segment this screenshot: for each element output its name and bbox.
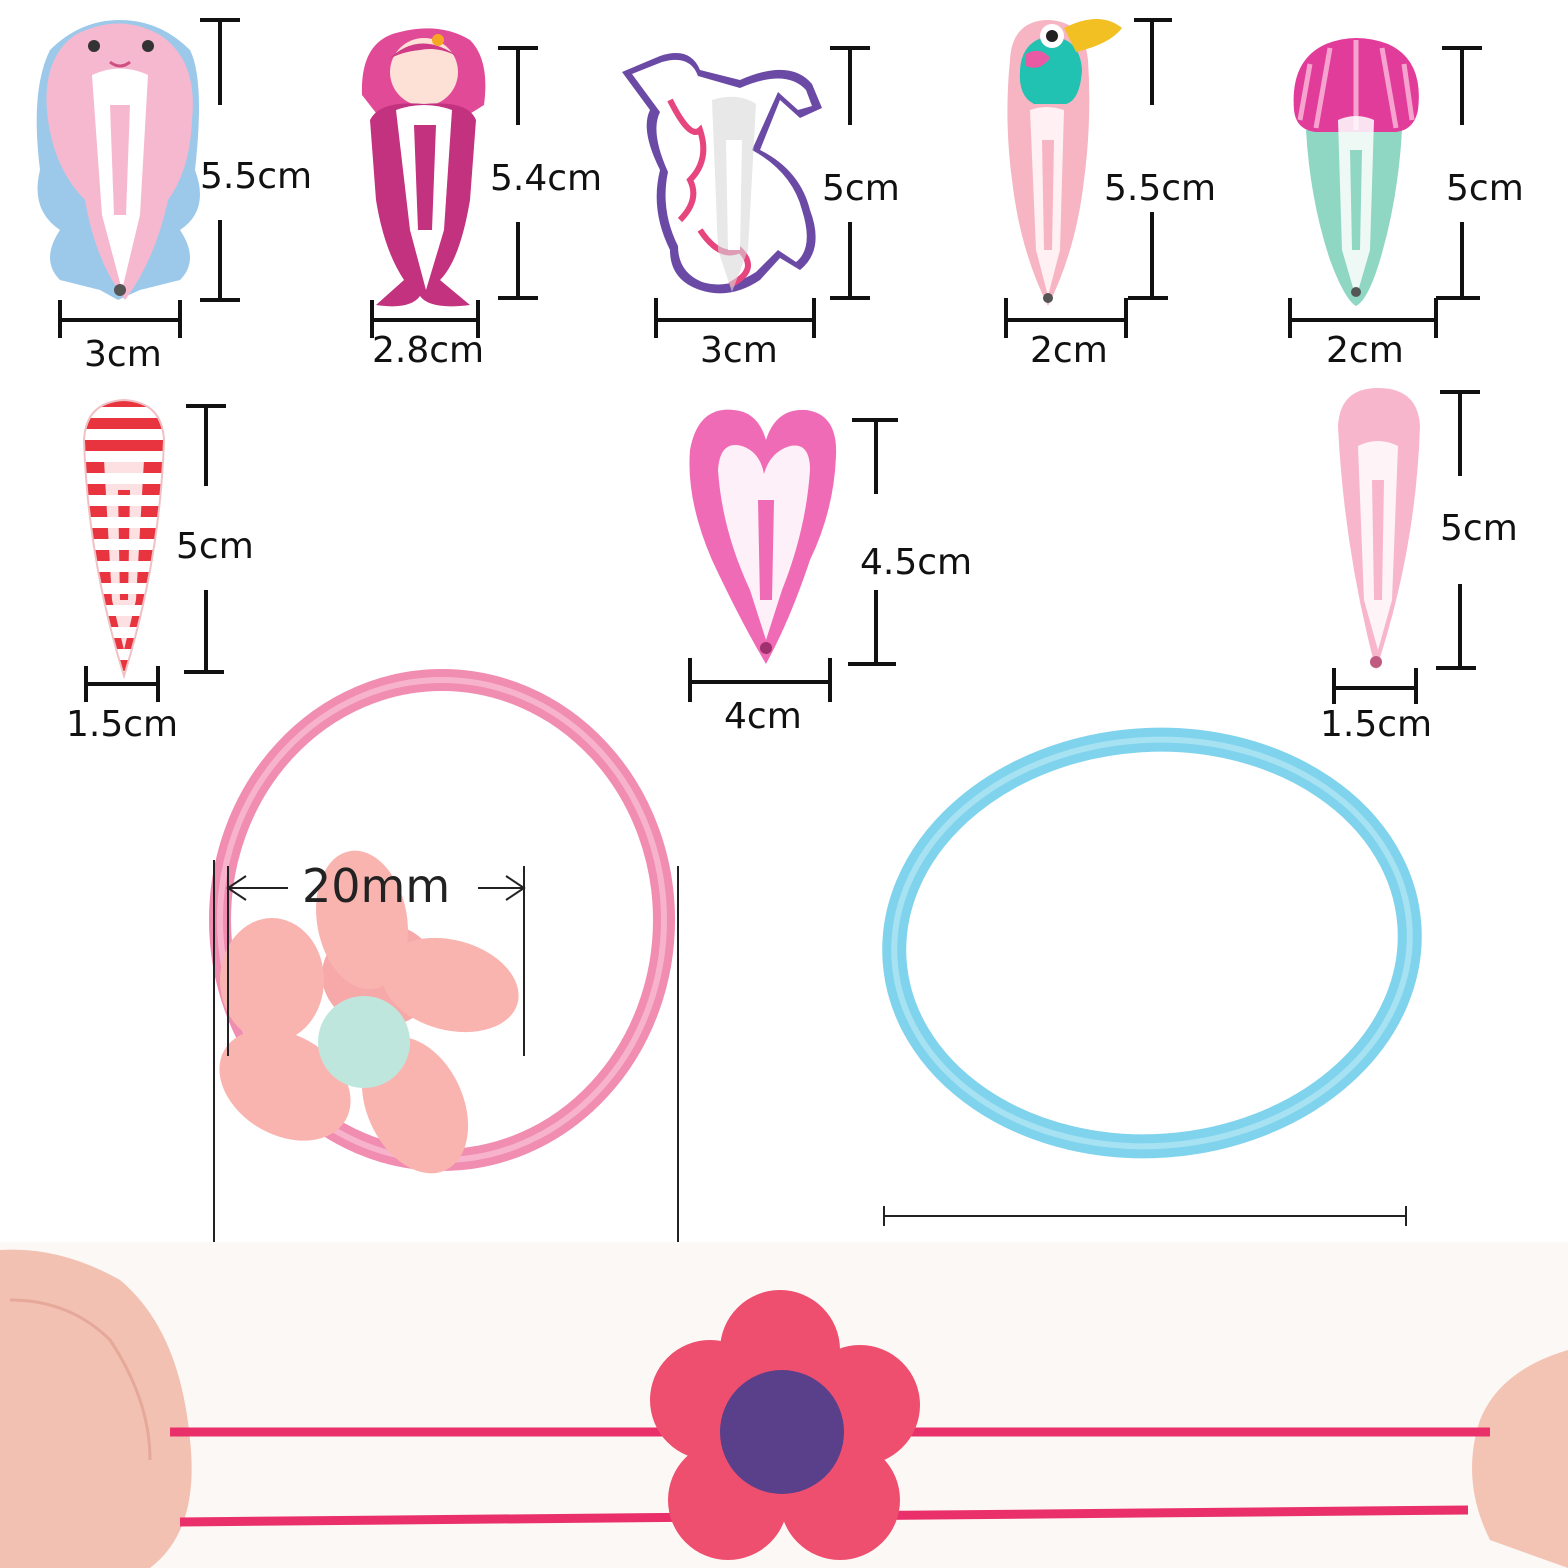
mermaid-height-dimension xyxy=(498,46,538,300)
toucan-height-dimension xyxy=(1128,18,1172,300)
unicorn-clip xyxy=(622,53,822,294)
toucan-clip xyxy=(1007,19,1122,306)
jellyfish-height-dimension xyxy=(200,18,240,302)
inner-diameter-label: 20mm xyxy=(302,859,450,913)
jellyfish-clip xyxy=(36,20,201,300)
striped-clip xyxy=(82,398,166,680)
mermaid-clip xyxy=(361,28,486,307)
inner-diameter-dimension xyxy=(226,866,526,1056)
mermaid-height-label: 5.4cm xyxy=(490,158,602,199)
seashell-clip xyxy=(1293,38,1419,306)
unicorn-height-dimension xyxy=(830,46,870,300)
mermaid-width-label: 2.8cm xyxy=(372,330,484,371)
unicorn-height-label: 5cm xyxy=(822,168,900,209)
jellyfish-width-dimension xyxy=(58,300,182,338)
blue-tie-width-dimension xyxy=(883,1206,1407,1226)
striped-width-dimension xyxy=(84,666,160,702)
seashell-height-dimension xyxy=(1436,46,1482,300)
unicorn-width-dimension xyxy=(654,298,816,338)
toucan-height-label: 5.5cm xyxy=(1104,168,1216,209)
heart-clip xyxy=(689,409,837,664)
flower-hair-tie xyxy=(209,669,675,1174)
mermaid-width-dimension xyxy=(370,300,480,338)
plain-pink-height-dimension xyxy=(1436,390,1480,670)
heart-width-label: 4cm xyxy=(724,696,802,737)
stretched-hair-tie xyxy=(0,1242,1568,1568)
striped-width-label: 1.5cm xyxy=(66,704,178,745)
heart-height-label: 4.5cm xyxy=(860,542,972,583)
seashell-width-dimension xyxy=(1288,298,1438,338)
seashell-height-label: 5cm xyxy=(1446,168,1524,209)
plain-pink-height-label: 5cm xyxy=(1440,508,1518,549)
pink-flower-bead xyxy=(650,1290,920,1560)
heart-height-dimension xyxy=(848,418,898,666)
jellyfish-height-label: 5.5cm xyxy=(200,156,312,197)
plain-pink-clip xyxy=(1338,388,1420,670)
unicorn-width-label: 3cm xyxy=(700,330,778,371)
toucan-width-label: 2cm xyxy=(1030,330,1108,371)
jellyfish-width-label: 3cm xyxy=(84,334,162,375)
flower-bead xyxy=(219,850,519,1174)
plain-pink-width-dimension xyxy=(1332,668,1418,704)
toucan-width-dimension xyxy=(1004,298,1128,338)
plain-pink-width-label: 1.5cm xyxy=(1320,704,1432,745)
heart-width-dimension xyxy=(688,658,832,702)
seashell-width-label: 2cm xyxy=(1326,330,1404,371)
striped-height-dimension xyxy=(184,404,226,674)
blue-hair-tie xyxy=(882,727,1422,1159)
striped-height-label: 5cm xyxy=(176,526,254,567)
